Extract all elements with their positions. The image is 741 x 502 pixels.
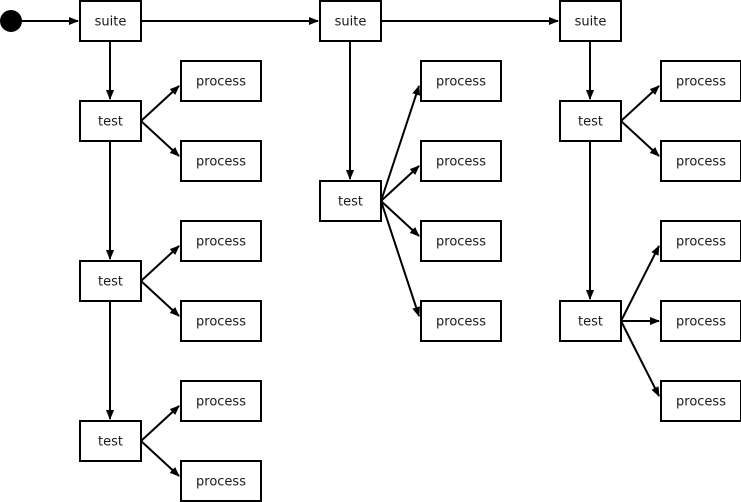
edge-test5-to-proc12: [620, 120, 660, 157]
edge-test2-to-proc4: [140, 280, 180, 317]
node-label-proc3: process: [196, 235, 246, 250]
node-label-proc15: process: [676, 395, 726, 410]
nodes-layer: suite suite suite test test test test test test p…: [79, 0, 741, 502]
node-box-test6[interactable]: [559, 300, 622, 342]
node-suite3[interactable]: suite: [559, 0, 622, 42]
node-test1[interactable]: test: [79, 100, 142, 142]
node-box-proc4[interactable]: [180, 300, 262, 342]
node-label-test3: test: [98, 435, 123, 450]
edge-test4-to-proc9: [380, 200, 420, 237]
node-proc13[interactable]: process: [660, 220, 741, 262]
node-label-proc10: process: [436, 315, 486, 330]
node-box-proc14[interactable]: [660, 300, 741, 342]
node-box-proc2[interactable]: [180, 140, 262, 182]
node-suite1[interactable]: suite: [79, 0, 142, 42]
node-suite2[interactable]: suite: [319, 0, 382, 42]
edge-test4-to-proc8: [380, 165, 420, 202]
node-box-test1[interactable]: [79, 100, 142, 142]
node-label-proc6: process: [196, 475, 246, 490]
node-label-proc12: process: [676, 155, 726, 170]
edges-layer: [22, 17, 660, 477]
node-proc12[interactable]: process: [660, 140, 741, 182]
node-test6[interactable]: test: [559, 300, 622, 342]
node-test4[interactable]: test: [319, 180, 382, 222]
node-proc14[interactable]: process: [660, 300, 741, 342]
node-box-suite2[interactable]: [319, 0, 382, 42]
node-proc10[interactable]: process: [420, 300, 502, 342]
edge-test3-to-proc5: [140, 405, 180, 442]
edge-test5-to-proc11: [620, 85, 660, 122]
edge-test6-to-proc15: [620, 320, 660, 397]
node-label-proc4: process: [196, 315, 246, 330]
node-test2[interactable]: test: [79, 260, 142, 302]
node-proc7[interactable]: process: [420, 60, 502, 102]
node-label-proc9: process: [436, 235, 486, 250]
node-proc5[interactable]: process: [180, 380, 262, 422]
edge-test2-to-proc3: [140, 245, 180, 282]
node-label-proc1: process: [196, 75, 246, 90]
node-box-proc8[interactable]: [420, 140, 502, 182]
node-box-test4[interactable]: [319, 180, 382, 222]
node-label-proc13: process: [676, 235, 726, 250]
node-box-proc7[interactable]: [420, 60, 502, 102]
node-label-proc2: process: [196, 155, 246, 170]
node-proc3[interactable]: process: [180, 220, 262, 262]
node-proc4[interactable]: process: [180, 300, 262, 342]
node-label-test2: test: [98, 275, 123, 290]
edge-test4-to-proc10: [380, 200, 420, 317]
node-box-proc12[interactable]: [660, 140, 741, 182]
node-box-proc11[interactable]: [660, 60, 741, 102]
node-label-proc8: process: [436, 155, 486, 170]
node-label-test1: test: [98, 115, 123, 130]
node-box-test3[interactable]: [79, 420, 142, 462]
start-node: [0, 10, 22, 32]
node-label-proc7: process: [436, 75, 486, 90]
node-box-proc3[interactable]: [180, 220, 262, 262]
node-label-test5: test: [578, 115, 603, 130]
edge-test4-to-proc7: [380, 85, 420, 202]
node-box-suite3[interactable]: [559, 0, 622, 42]
edge-test1-to-proc1: [140, 85, 180, 122]
node-proc8[interactable]: process: [420, 140, 502, 182]
node-box-proc13[interactable]: [660, 220, 741, 262]
start-marker-layer: [0, 10, 22, 32]
edge-test1-to-proc2: [140, 120, 180, 157]
node-box-proc9[interactable]: [420, 220, 502, 262]
node-box-proc5[interactable]: [180, 380, 262, 422]
node-proc11[interactable]: process: [660, 60, 741, 102]
node-label-proc5: process: [196, 395, 246, 410]
node-label-suite2: suite: [335, 15, 367, 30]
node-proc1[interactable]: process: [180, 60, 262, 102]
node-proc15[interactable]: process: [660, 380, 741, 422]
edge-test6-to-proc13: [620, 245, 660, 322]
node-proc2[interactable]: process: [180, 140, 262, 182]
node-box-test2[interactable]: [79, 260, 142, 302]
node-label-proc14: process: [676, 315, 726, 330]
node-box-proc1[interactable]: [180, 60, 262, 102]
node-box-test5[interactable]: [559, 100, 622, 142]
node-box-proc10[interactable]: [420, 300, 502, 342]
node-label-proc11: process: [676, 75, 726, 90]
node-box-proc6[interactable]: [180, 460, 262, 502]
node-test3[interactable]: test: [79, 420, 142, 462]
node-test5[interactable]: test: [559, 100, 622, 142]
node-label-test4: test: [338, 195, 363, 210]
node-label-suite1: suite: [95, 15, 127, 30]
node-box-proc15[interactable]: [660, 380, 741, 422]
node-proc6[interactable]: process: [180, 460, 262, 502]
edge-test3-to-proc6: [140, 440, 180, 477]
node-box-suite1[interactable]: [79, 0, 142, 42]
node-proc9[interactable]: process: [420, 220, 502, 262]
node-label-suite3: suite: [575, 15, 607, 30]
node-label-test6: test: [578, 315, 603, 330]
